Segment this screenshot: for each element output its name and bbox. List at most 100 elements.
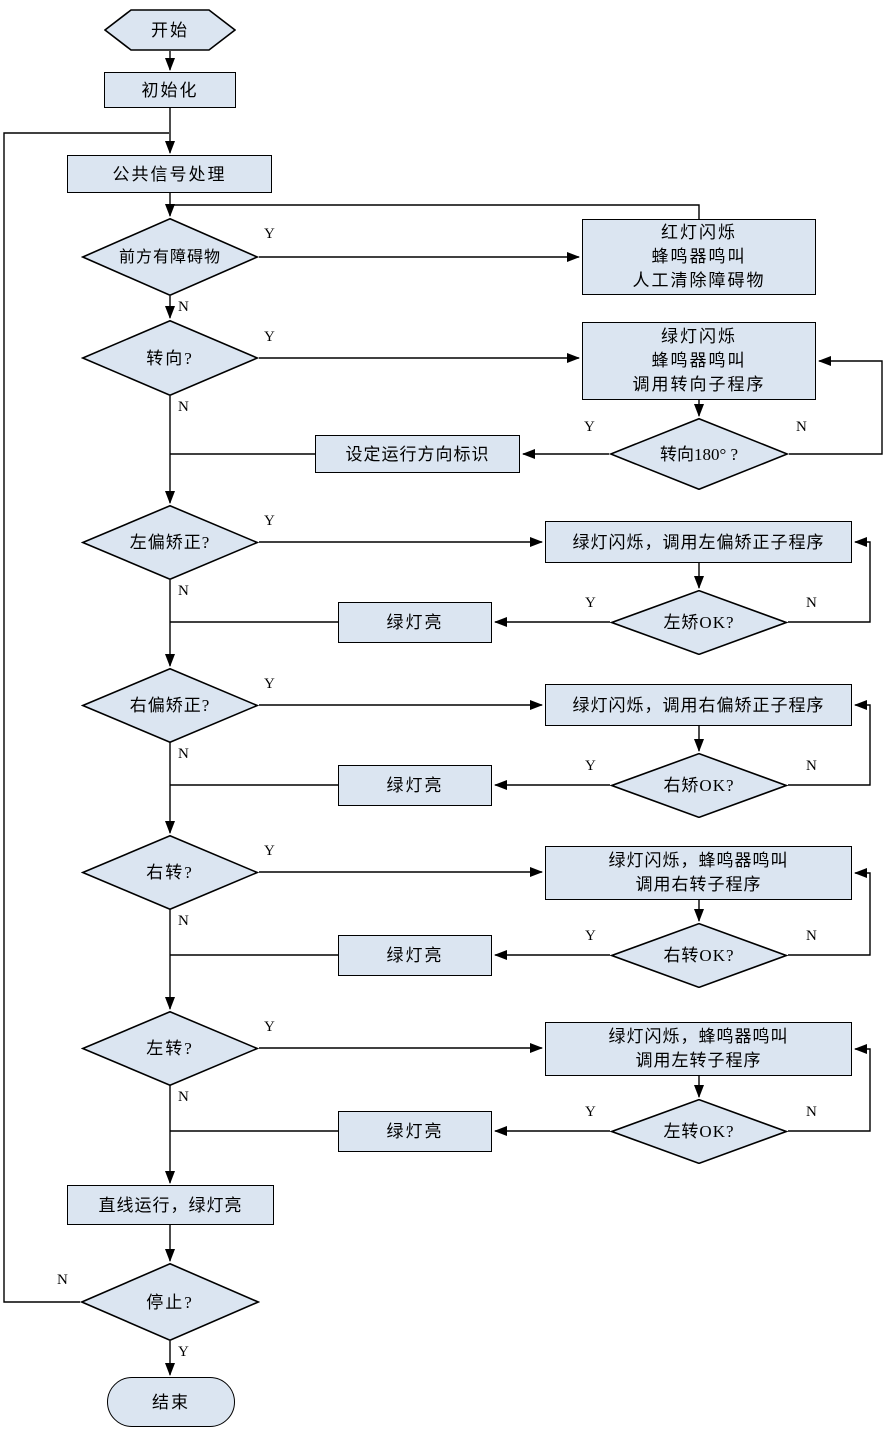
process-right-turn-action: 绿灯闪烁，蜂鸣器鸣叫 调用右转子程序 [545, 846, 852, 900]
label-right-dev-ok-no: N [806, 758, 817, 774]
node-end-label: 结束 [152, 1392, 190, 1412]
decision-obstacle: 前方有障碍物 [81, 218, 259, 296]
diamond-shape [81, 835, 259, 910]
diamond-shape [609, 418, 789, 490]
node-end: 结束 [107, 1377, 235, 1427]
node-common-signal: 公共信号处理 [67, 155, 272, 193]
process-right-turn-action-label: 绿灯闪烁，蜂鸣器鸣叫 调用右转子程序 [608, 851, 789, 894]
decision-left-turn: 左转? [81, 1011, 259, 1086]
decision-turn180: 转向180° ? [609, 418, 789, 490]
node-init-label: 初始化 [141, 80, 199, 100]
edge-stop-no-loop [3, 132, 169, 1303]
decision-left-dev-ok-label: 左矫OK? [663, 613, 735, 632]
edge-leftdevok-no-loop [788, 537, 871, 623]
process-straight-run-label: 直线运行，绿灯亮 [98, 1195, 243, 1215]
diamond-shape [610, 753, 788, 818]
label-right-dev-yes: Y [264, 676, 275, 692]
diamond-shape [81, 218, 259, 296]
decision-left-dev-label: 左偏矫正? [129, 533, 211, 552]
process-left-turn-action-label: 绿灯闪烁，蜂鸣器鸣叫 调用左转子程序 [608, 1027, 789, 1070]
label-turn180-yes: Y [584, 419, 595, 435]
label-turn-yes: Y [264, 329, 275, 345]
decision-turn-label: 转向? [146, 348, 194, 368]
label-obstacle-no: N [178, 299, 189, 315]
diamond-shape [80, 1263, 260, 1341]
label-left-turn-ok-no: N [806, 1104, 817, 1120]
label-left-turn-ok-yes: Y [585, 1104, 596, 1120]
decision-stop-label: 停止? [146, 1292, 194, 1312]
node-init: 初始化 [104, 72, 236, 108]
decision-right-turn: 右转? [81, 835, 259, 910]
label-obstacle-yes: Y [264, 226, 275, 242]
decision-right-turn-label: 右转? [146, 863, 194, 882]
label-right-dev-no: N [178, 746, 189, 762]
process-left-turn-action: 绿灯闪烁，蜂鸣器鸣叫 调用左转子程序 [545, 1022, 852, 1076]
decision-right-dev-label: 右偏矫正? [129, 696, 211, 715]
decision-stop: 停止? [80, 1263, 260, 1341]
process-green-on-1: 绿灯亮 [338, 602, 492, 643]
label-left-dev-no: N [178, 583, 189, 599]
process-right-dev-action: 绿灯闪烁，调用右偏矫正子程序 [545, 684, 852, 726]
edge-turn180-no-loop [789, 356, 883, 455]
label-right-turn-no: N [178, 913, 189, 929]
label-right-dev-ok-yes: Y [585, 758, 596, 774]
process-set-direction: 设定运行方向标识 [315, 435, 520, 473]
process-obstacle-action-label: 红灯闪烁 蜂鸣器鸣叫 人工清除障碍物 [632, 223, 766, 290]
decision-right-dev-ok-label: 右矫OK? [663, 776, 735, 795]
decision-left-turn-ok-label: 左转OK? [663, 1122, 735, 1141]
process-green-on-1-label: 绿灯亮 [386, 613, 444, 632]
diamond-shape [81, 1011, 259, 1086]
process-left-dev-action: 绿灯闪烁，调用左偏矫正子程序 [545, 521, 852, 563]
diamond-shape [81, 320, 259, 396]
label-left-dev-yes: Y [264, 513, 275, 529]
edge-obstacle-action-loop [170, 204, 700, 219]
edge-leftturnok-no-loop [788, 1044, 871, 1132]
process-obstacle-action: 红灯闪烁 蜂鸣器鸣叫 人工清除障碍物 [582, 219, 816, 295]
decision-turn180-label: 转向180° ? [659, 444, 739, 464]
label-stop-yes: Y [178, 1344, 189, 1360]
edge-rightturnok-no-loop [788, 868, 871, 956]
decision-left-turn-label: 左转? [146, 1039, 194, 1058]
node-common-signal-label: 公共信号处理 [112, 164, 227, 184]
decision-left-turn-ok: 左转OK? [610, 1099, 788, 1164]
decision-right-dev: 右偏矫正? [81, 668, 259, 743]
hexagon-shape [104, 9, 236, 51]
decision-turn: 转向? [81, 320, 259, 396]
decision-right-dev-ok: 右矫OK? [610, 753, 788, 818]
process-green-on-2: 绿灯亮 [338, 765, 492, 806]
label-stop-no: N [57, 1272, 68, 1288]
label-left-turn-no: N [178, 1089, 189, 1105]
decision-right-turn-ok: 右转OK? [610, 923, 788, 988]
decision-obstacle-label: 前方有障碍物 [118, 248, 221, 266]
process-set-direction-label: 设定运行方向标识 [345, 444, 490, 464]
process-right-dev-action-label: 绿灯闪烁，调用右偏矫正子程序 [572, 695, 825, 715]
diamond-shape [610, 923, 788, 988]
process-green-on-3: 绿灯亮 [338, 935, 492, 976]
node-start: 开始 [104, 9, 236, 51]
diamond-shape [610, 1099, 788, 1164]
process-green-on-4: 绿灯亮 [338, 1111, 492, 1152]
label-left-dev-ok-yes: Y [585, 595, 596, 611]
label-right-turn-ok-yes: Y [585, 928, 596, 944]
diamond-shape [610, 590, 788, 655]
diamond-shape [81, 668, 259, 743]
process-turn-action-label: 绿灯闪烁 蜂鸣器鸣叫 调用转向子程序 [632, 327, 766, 394]
label-left-dev-ok-no: N [806, 595, 817, 611]
process-green-on-4-label: 绿灯亮 [386, 1122, 444, 1141]
label-right-turn-ok-no: N [806, 928, 817, 944]
process-turn-action: 绿灯闪烁 蜂鸣器鸣叫 调用转向子程序 [582, 322, 816, 400]
edge-rightdevok-no-loop [788, 700, 871, 786]
process-straight-run: 直线运行，绿灯亮 [67, 1185, 274, 1225]
label-turn-no: N [178, 399, 189, 415]
node-start-label: 开始 [151, 20, 189, 40]
process-left-dev-action-label: 绿灯闪烁，调用左偏矫正子程序 [572, 532, 825, 552]
label-turn180-no: N [796, 419, 807, 435]
label-left-turn-yes: Y [264, 1019, 275, 1035]
decision-left-dev-ok: 左矫OK? [610, 590, 788, 655]
process-green-on-2-label: 绿灯亮 [386, 776, 444, 795]
process-green-on-3-label: 绿灯亮 [386, 946, 444, 965]
diamond-shape [81, 505, 259, 580]
decision-right-turn-ok-label: 右转OK? [663, 946, 735, 965]
